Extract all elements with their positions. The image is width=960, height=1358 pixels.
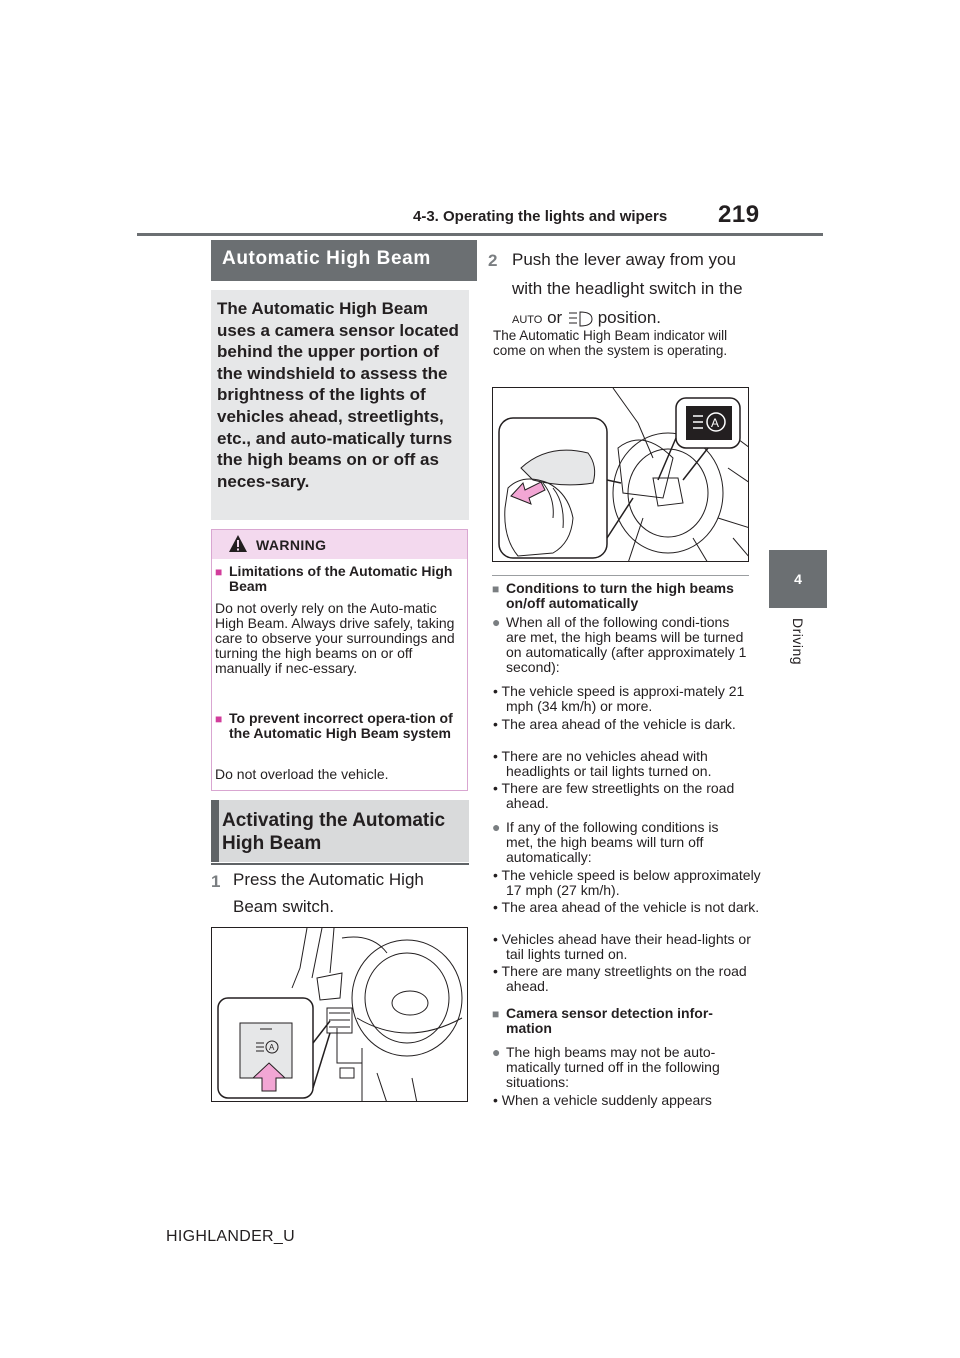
headlight-icon — [568, 311, 593, 327]
lever-drawing: A — [498, 388, 748, 561]
header-rule — [137, 233, 823, 236]
auto-icon: AUTO — [512, 314, 543, 326]
warning-text: Do not overly rely on the Auto-matic Hig… — [215, 600, 455, 676]
condition-item: • The area ahead of the vehicle is dark. — [493, 716, 736, 732]
running-header-title: 4-3. Operating the lights and wipers — [413, 208, 668, 225]
section-title: Activating the Automatic High Beam — [222, 810, 446, 854]
step-text-after: position. — [597, 308, 662, 327]
condition-item: • When a vehicle suddenly appears — [493, 1092, 712, 1108]
condition-heading: Camera sensor detection infor-mation — [506, 1005, 713, 1036]
step-text: Push the lever away from you with the he… — [512, 245, 748, 335]
dashboard-switch-drawing: A — [217, 928, 463, 1101]
square-bullet-icon: ■ — [215, 565, 223, 579]
section-header-automatic-high-beam — [211, 240, 477, 281]
warning-text: Do not overload the vehicle. — [215, 766, 389, 782]
condition-item: • There are no vehicles ahead with headl… — [493, 748, 712, 779]
condition-item: • Vehicles ahead have their head-lights … — [493, 931, 751, 962]
indicator-note: The Automatic High Beam indicator will c… — [493, 328, 728, 358]
condition-item: • The vehicle speed is approxi-mately 21… — [493, 683, 745, 714]
chapter-tab[interactable]: 4 — [769, 550, 827, 608]
page-number: 219 — [718, 201, 760, 228]
section-header-activating — [211, 800, 469, 865]
warning-subheading: Limitations of the Automatic High Beam — [229, 563, 453, 594]
square-bullet-icon: ■ — [492, 1007, 500, 1021]
condition-item: • There are many streetlights on the roa… — [493, 963, 747, 994]
round-bullet-icon: ● — [492, 614, 501, 630]
warning-box — [211, 529, 468, 791]
chapter-number: 4 — [794, 571, 802, 587]
warning-triangle-icon — [229, 535, 247, 552]
round-bullet-icon: ● — [492, 819, 501, 835]
warning-subheading: To prevent incorrect opera-tion of the A… — [229, 710, 453, 741]
condition-item: • The area ahead of the vehicle is not d… — [493, 899, 760, 915]
condition-heading: Conditions to turn the high beams on/off… — [506, 580, 734, 611]
warning-header — [212, 530, 467, 559]
condition-lead: If any of the following conditions is me… — [506, 819, 719, 865]
condition-lead: The high beams may not be auto-matically… — [506, 1044, 720, 1090]
intro-text: The Automatic High Beam uses a camera se… — [217, 299, 459, 491]
section-title: Automatic High Beam — [222, 248, 431, 269]
illustration-headlight-lever: A — [492, 387, 749, 562]
square-bullet-icon: ■ — [215, 712, 223, 726]
condition-item: • The vehicle speed is below approximate… — [493, 867, 761, 898]
illustration-high-beam-switch: A — [211, 927, 468, 1102]
condition-item: • There are few streetlights on the road… — [493, 780, 735, 811]
svg-text:A: A — [269, 1043, 275, 1052]
divider — [492, 575, 749, 576]
condition-lead: When all of the following condi-tions ar… — [506, 614, 747, 675]
round-bullet-icon: ● — [492, 1044, 501, 1060]
chapter-label: Driving — [790, 618, 806, 666]
step-number: 1 — [211, 872, 221, 891]
step-text-mid: or — [547, 308, 563, 327]
svg-text:A: A — [711, 416, 719, 430]
footer-model-code: HIGHLANDER_U — [166, 1228, 295, 1245]
square-bullet-icon: ■ — [492, 582, 500, 596]
step-text: Press the Automatic High Beam switch. — [233, 870, 424, 916]
step-text-before: Push the lever away from you with the he… — [512, 250, 743, 298]
warning-title: WARNING — [256, 537, 327, 553]
step-number: 2 — [488, 251, 498, 270]
intro-box — [211, 290, 469, 520]
